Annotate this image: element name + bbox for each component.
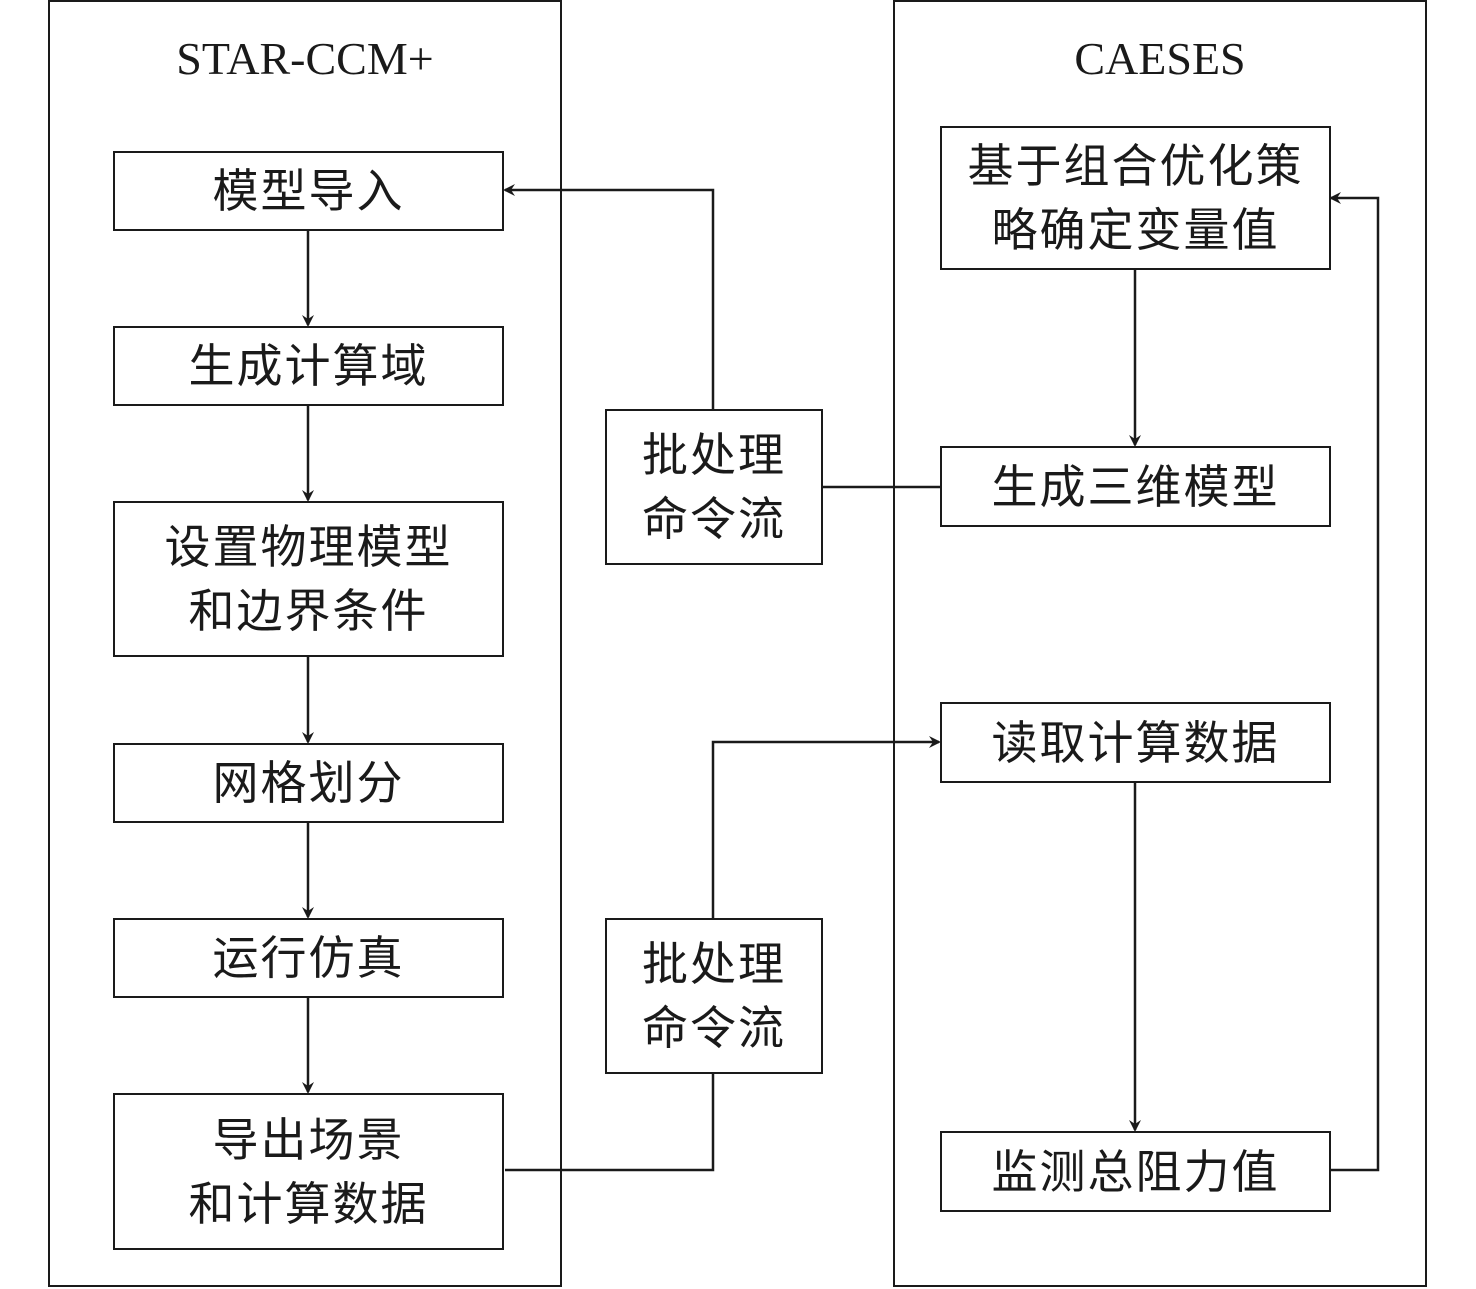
batch-command-top-line1: 批处理 <box>642 428 786 482</box>
caeses-title: CAESES <box>1074 33 1246 84</box>
step-physics-boundary-line2: 和边界条件 <box>188 584 429 638</box>
step-generate-3d-model-label: 生成三维模型 <box>991 459 1280 514</box>
step-determine-variables: 基于组合优化策 略确定变量值 <box>940 126 1331 270</box>
batch-command-top-line2: 命令流 <box>642 492 786 546</box>
batch-command-bottom-line2: 命令流 <box>642 1001 786 1055</box>
step-determine-variables-line1: 基于组合优化策 <box>967 139 1304 193</box>
caeses-panel: CAESES <box>893 0 1427 1287</box>
step-generate-domain-label: 生成计算域 <box>188 339 429 393</box>
arrow-batch-bottom-to-read <box>711 736 941 918</box>
step-export-data-line1: 导出场景 <box>212 1112 405 1167</box>
step-run-simulation-label: 运行仿真 <box>212 931 405 985</box>
step-export-data: 导出场景 和计算数据 <box>113 1093 504 1250</box>
step-mesh-label: 网格划分 <box>212 756 405 810</box>
step-model-import: 模型导入 <box>113 151 504 231</box>
batch-command-bottom-line1: 批处理 <box>642 937 786 991</box>
step-read-data: 读取计算数据 <box>940 702 1331 783</box>
step-generate-3d-model: 生成三维模型 <box>940 446 1331 527</box>
step-physics-boundary: 设置物理模型 和边界条件 <box>113 501 504 657</box>
step-determine-variables-line2: 略确定变量值 <box>991 203 1280 257</box>
step-monitor-drag-label: 监测总阻力值 <box>991 1144 1280 1199</box>
step-export-data-line2: 和计算数据 <box>188 1176 429 1231</box>
step-mesh: 网格划分 <box>113 743 504 823</box>
step-physics-boundary-line1: 设置物理模型 <box>164 520 453 574</box>
line-export-to-batch-bottom <box>505 1074 715 1172</box>
step-monitor-drag: 监测总阻力值 <box>940 1131 1331 1212</box>
arrow-monitor-to-vars <box>1329 192 1380 1172</box>
step-model-import-label: 模型导入 <box>212 164 405 218</box>
batch-command-bottom: 批处理 命令流 <box>605 918 823 1074</box>
batch-command-top: 批处理 命令流 <box>605 409 823 565</box>
step-run-simulation: 运行仿真 <box>113 918 504 998</box>
step-generate-domain: 生成计算域 <box>113 326 504 406</box>
step-read-data-label: 读取计算数据 <box>991 715 1280 770</box>
star-ccm-panel: STAR-CCM+ <box>48 0 562 1287</box>
star-ccm-title: STAR-CCM+ <box>176 33 434 84</box>
arrow-batch-top-to-import <box>503 184 715 409</box>
